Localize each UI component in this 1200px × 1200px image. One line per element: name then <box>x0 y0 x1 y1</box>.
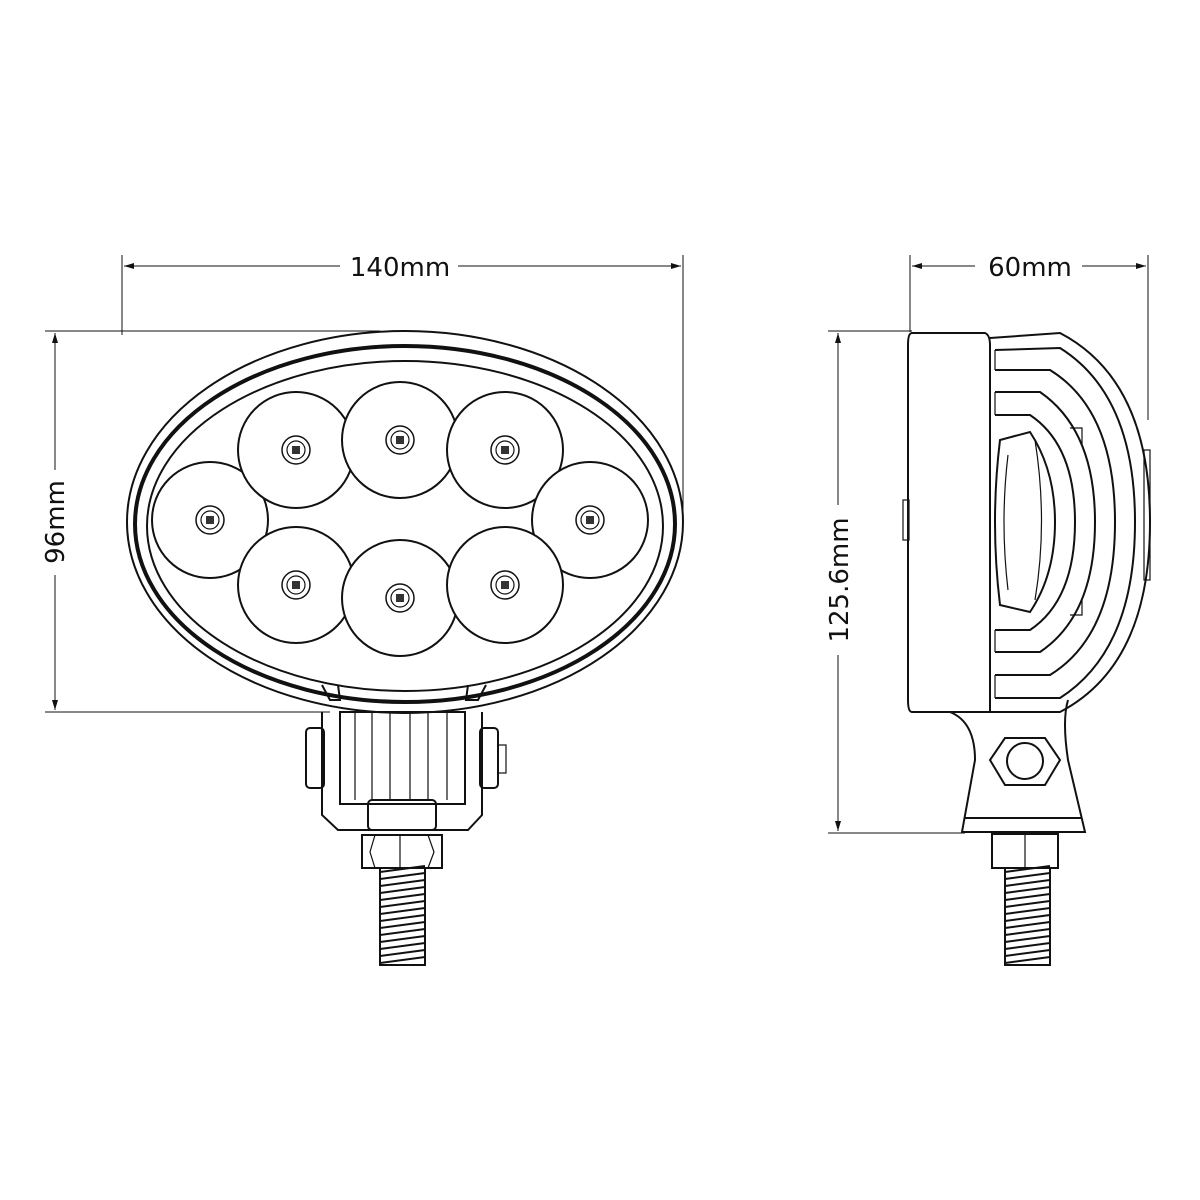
front-view <box>126 330 684 966</box>
side-front-bezel <box>907 332 991 713</box>
front-bolt <box>379 865 426 966</box>
front-height-label: 96mm <box>41 480 71 564</box>
lens-edge <box>146 360 664 692</box>
led-chip <box>292 581 300 589</box>
outer-housing <box>126 330 684 714</box>
front-bracket <box>305 711 507 831</box>
led-chip <box>292 446 300 454</box>
bezel <box>133 344 677 704</box>
led-chip <box>586 516 594 524</box>
led-chip <box>396 594 404 602</box>
side-bolt <box>1004 865 1051 966</box>
dimension-front-height: 96mm <box>41 330 380 713</box>
dimension-side-depth: 60mm <box>909 253 1149 420</box>
led-chip <box>501 446 509 454</box>
side-heatsink-outer <box>989 331 1152 713</box>
side-depth-label: 60mm <box>988 253 1072 283</box>
led-chip <box>206 516 214 524</box>
led-module <box>341 381 459 499</box>
side-nut <box>991 833 1059 869</box>
led-chip <box>396 436 404 444</box>
side-view <box>902 331 1152 966</box>
dimension-side-height: 125.6mm <box>825 330 965 834</box>
led-module <box>446 391 564 509</box>
led-module <box>237 391 355 509</box>
led-module <box>531 461 649 579</box>
led-module <box>237 526 355 644</box>
front-width-label: 140mm <box>350 253 450 283</box>
led-module <box>446 526 564 644</box>
dimension-front-width: 140mm <box>121 253 684 520</box>
front-nut <box>361 834 443 869</box>
side-height-label: 125.6mm <box>825 517 855 642</box>
side-mount <box>949 699 1087 833</box>
led-chip <box>501 581 509 589</box>
side-reflector <box>994 430 1057 614</box>
led-array <box>151 381 649 657</box>
led-module <box>341 539 459 657</box>
led-module <box>151 461 269 579</box>
